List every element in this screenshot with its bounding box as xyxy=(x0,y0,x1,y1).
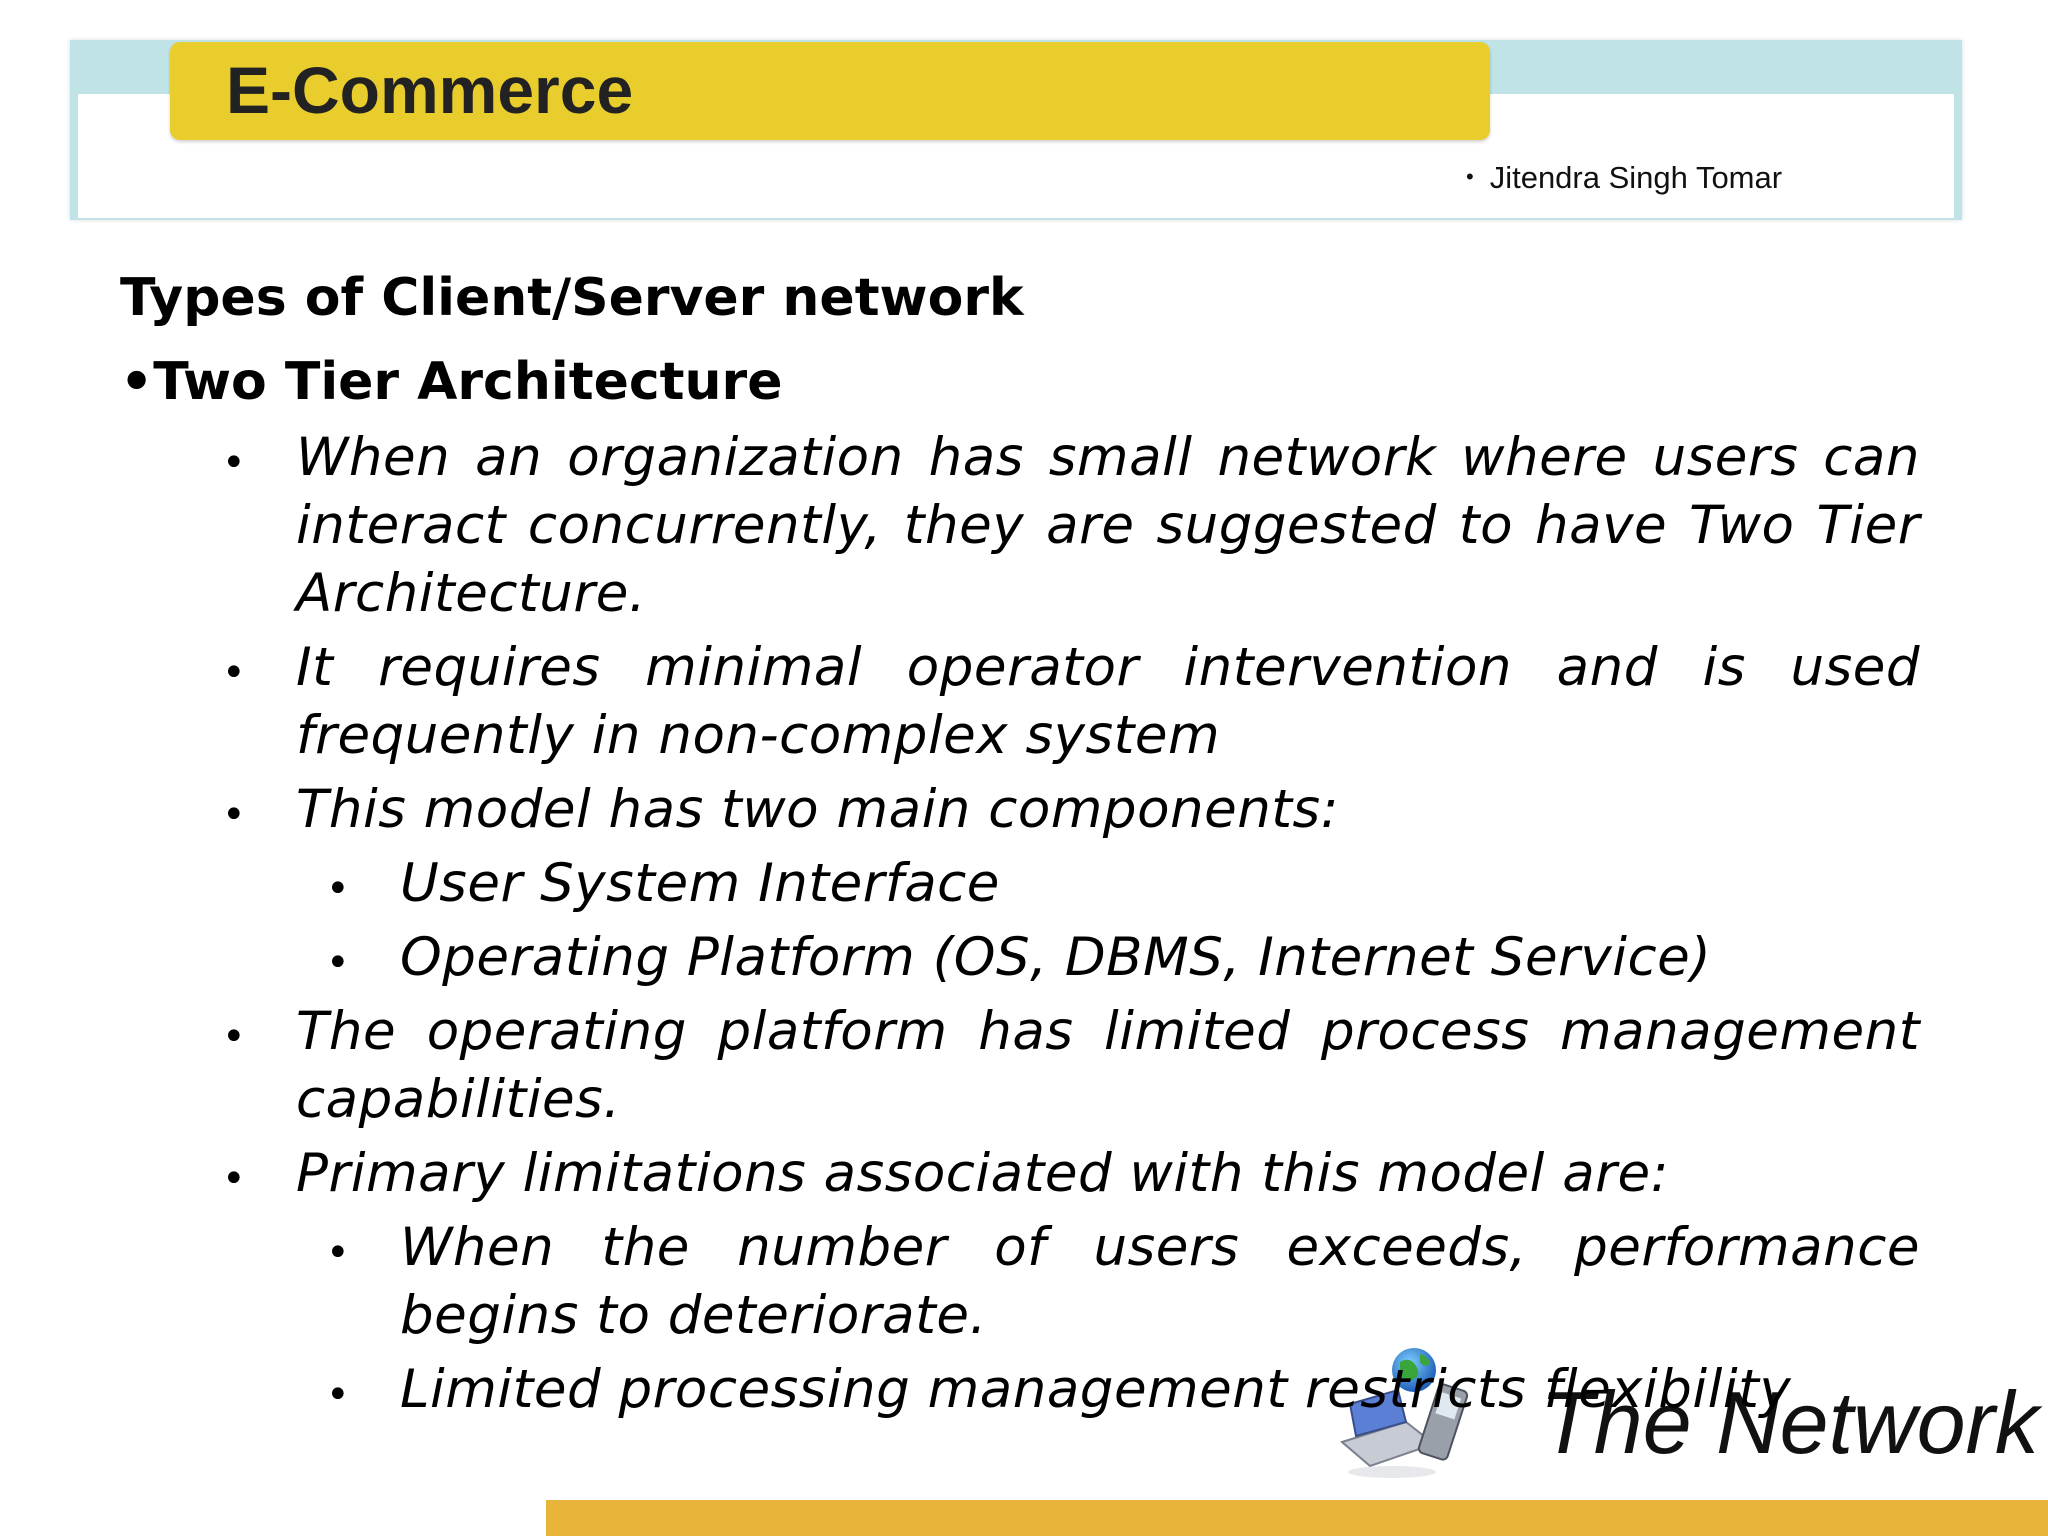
author-name: Jitendra Singh Tomar xyxy=(1489,160,1783,195)
bullet-dot: • xyxy=(222,792,246,838)
logo-text: The Network xyxy=(1540,1373,2039,1472)
sub-bullet-dot: • xyxy=(326,940,350,986)
author-bullet: • xyxy=(1466,164,1474,189)
sub-bullet-item: When the number of users exceeds, perfor… xyxy=(400,1217,1920,1346)
globe-laptop-phone-icon xyxy=(1339,1348,1469,1478)
section-subheading: •Two Tier Architecture xyxy=(120,352,783,412)
bullet-item: This model has two main components: xyxy=(296,779,1340,840)
sub-bullet-item: Operating Platform (OS, DBMS, Internet S… xyxy=(400,927,1712,988)
sub-bullet-item: Limited processing management restricts … xyxy=(400,1359,1792,1420)
bullet-item: When an organization has small network w… xyxy=(296,427,1920,624)
sub-bullet-dot: • xyxy=(326,866,350,912)
bullet-item: Primary limitations associated with this… xyxy=(296,1143,1669,1204)
author-line: • Jitendra Singh Tomar xyxy=(1466,160,1782,196)
bullet-dot: • xyxy=(222,1014,246,1060)
bullet-dot: • xyxy=(222,650,246,696)
title-box: E-Commerce xyxy=(170,42,1490,140)
sub-bullet-dot: • xyxy=(326,1230,350,1276)
bullet-item: The operating platform has limited proce… xyxy=(296,1001,1920,1130)
slide-title: E-Commerce xyxy=(226,53,634,127)
section-heading: Types of Client/Server network xyxy=(120,268,1024,328)
bullet-dot: • xyxy=(222,1156,246,1202)
bullet-item: It requires minimal operator interventio… xyxy=(296,637,1920,766)
bottom-accent-bar xyxy=(546,1500,2048,1536)
bullet-dot: • xyxy=(222,440,246,486)
sub-bullet-item: User System Interface xyxy=(400,853,1000,914)
sub-bullet-dot: • xyxy=(326,1372,350,1418)
